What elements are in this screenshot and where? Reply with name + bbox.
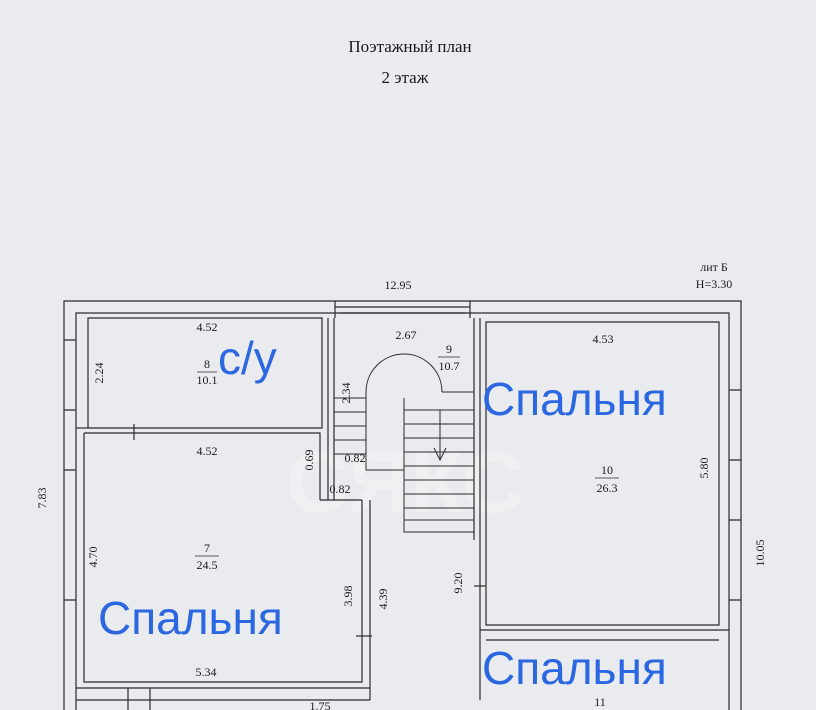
floor-label: 2 этаж — [382, 68, 429, 87]
dim-passage-len: 3.98 — [341, 586, 355, 607]
dim-passage-width: 0.82 — [330, 482, 351, 496]
room-8-area: 10.1 — [197, 373, 218, 387]
bedroom-left-label: Спальня — [98, 592, 283, 644]
room-10-area: 26.3 — [597, 481, 618, 495]
walls — [63, 300, 742, 710]
building-lit: лит Б — [700, 260, 728, 274]
room-9-area: 10.7 — [439, 359, 460, 373]
room-10-number: 10 — [601, 463, 613, 477]
dim-r7-bottom-width: 5.34 — [196, 665, 217, 679]
watermark: СЯКС — [286, 435, 523, 531]
dim-r7-height: 4.70 — [86, 547, 100, 568]
room-11-number: 11 — [594, 695, 606, 709]
plan-title: Поэтажный план — [348, 37, 471, 56]
building-height: H=3.30 — [696, 277, 732, 291]
bathroom-label: с/у — [218, 332, 277, 384]
staircase — [334, 353, 474, 533]
dim-r8-height: 2.24 — [92, 363, 106, 384]
dim-r10-height: 5.80 — [697, 458, 711, 479]
room-7-area: 24.5 — [197, 558, 218, 572]
dim-stair-width: 2.67 — [396, 328, 417, 342]
dim-r8-width: 4.52 — [197, 320, 218, 334]
dim-passage-small: 0.69 — [302, 450, 316, 471]
dim-stair-landing: 0.82 — [345, 451, 366, 465]
dim-top-total: 12.95 — [385, 278, 412, 292]
dim-right-total: 10.05 — [753, 540, 767, 567]
room-7-number: 7 — [204, 541, 210, 555]
room-8-number: 8 — [204, 357, 210, 371]
dim-left-total: 7.83 — [35, 488, 49, 509]
dim-r7-top-width: 4.52 — [197, 444, 218, 458]
bedroom-right-label: Спальня — [482, 373, 667, 425]
dim-stair-side: 2.34 — [339, 383, 353, 404]
room-9-number: 9 — [446, 342, 452, 356]
dim-hall-len: 9.20 — [451, 573, 465, 594]
dim-r10-width: 4.53 — [593, 332, 614, 346]
dim-bottom-partial: 1.75 — [310, 699, 331, 710]
bedroom-bottom-label: Спальня — [482, 642, 667, 694]
dim-corridor-len: 4.39 — [376, 589, 390, 610]
